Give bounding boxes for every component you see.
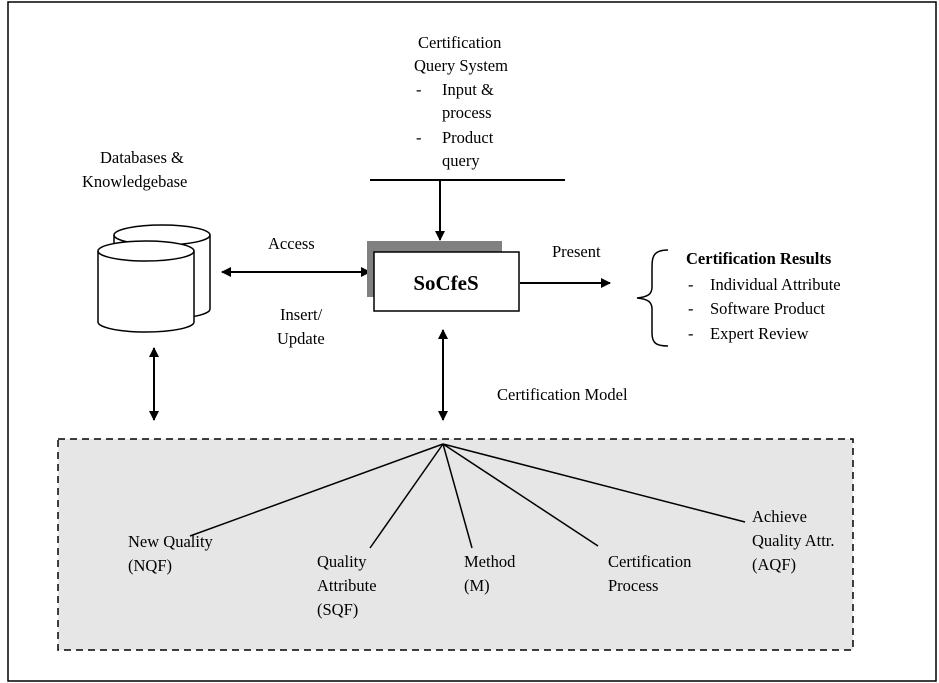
certification-results: Certification Results - Individual Attri… — [686, 249, 841, 343]
edge-insert-line1: Insert/ — [280, 305, 323, 324]
query-system: Certification Query System - Input & pro… — [414, 33, 508, 170]
socfes-box — [373, 251, 520, 312]
databases-label-line1: Databases & — [100, 148, 184, 167]
results-item-1: Individual Attribute — [710, 275, 841, 294]
model-aqf-line1: Achieve — [752, 507, 807, 526]
query-item2-line2: query — [442, 151, 480, 170]
results-bullet-1: - — [688, 275, 694, 294]
model-m-line2: (M) — [464, 576, 490, 595]
results-bullet-2: - — [688, 299, 694, 318]
results-title: Certification Results — [686, 249, 832, 268]
model-sqf-line1: Quality — [317, 552, 367, 571]
model-nqf-line2: (NQF) — [128, 556, 172, 575]
databases-label-line2: Knowledgebase — [82, 172, 187, 191]
edge-insert-line2: Update — [277, 329, 325, 348]
query-item1-line2: process — [442, 103, 491, 122]
model-aqf-line2: Quality Attr. — [752, 531, 835, 550]
edge-present-label: Present — [552, 242, 601, 261]
query-bullet-1: - — [416, 80, 422, 99]
model-sqf-line2: Attribute — [317, 576, 377, 595]
model-cp-line1: Certification — [608, 552, 691, 571]
query-title-line2: Query System — [414, 56, 508, 75]
model-cp-line2: Process — [608, 576, 658, 595]
model-fan-lines — [189, 443, 746, 549]
query-item2-line1: Product — [442, 128, 494, 147]
socfes-label: SoCfeS — [413, 271, 478, 295]
query-bullet-2: - — [416, 128, 422, 147]
query-title-line1: Certification — [418, 33, 501, 52]
edge-certification-model-label: Certification Model — [497, 385, 628, 404]
query-item1-line1: Input & — [442, 80, 494, 99]
edge-access-label: Access — [268, 234, 315, 253]
model-m-line1: Method — [464, 552, 516, 571]
results-item-3: Expert Review — [710, 324, 809, 343]
results-brace — [636, 249, 669, 347]
database-icon — [97, 224, 211, 333]
certification-model-box — [57, 438, 854, 651]
model-aqf-line3: (AQF) — [752, 555, 796, 574]
results-bullet-3: - — [688, 324, 694, 343]
outer-frame — [7, 1, 937, 682]
results-item-2: Software Product — [710, 299, 825, 318]
model-sqf-line3: (SQF) — [317, 600, 358, 619]
model-nqf-line1: New Quality — [128, 532, 214, 551]
